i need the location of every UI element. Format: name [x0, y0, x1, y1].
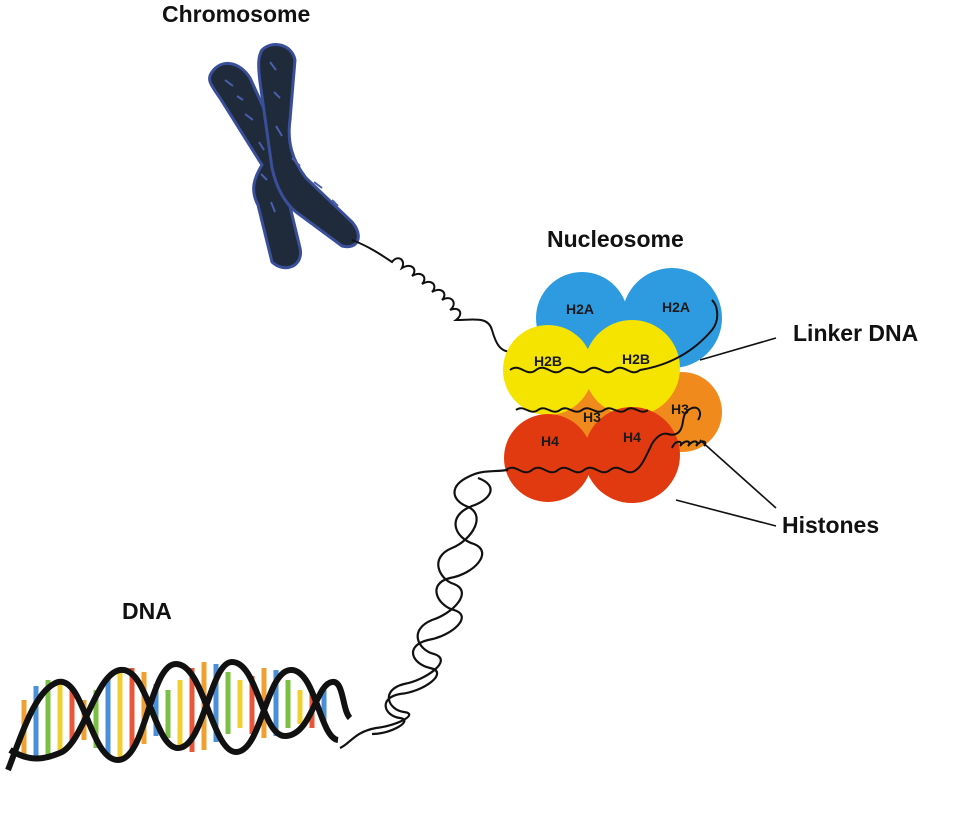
dna-label: DNA — [122, 598, 172, 624]
wrapped-dna — [505, 299, 719, 474]
h2b-right-label: H2B — [622, 351, 650, 367]
chromosome-label: Chromosome — [162, 1, 310, 27]
h2a-right-label: H2A — [662, 299, 690, 315]
dna-backbone-a — [5, 660, 340, 772]
linker-dna-label: Linker DNA — [793, 320, 918, 346]
linker-dna-leader — [699, 337, 777, 361]
chromosome-arm-right — [257, 43, 360, 249]
dna-helix-thin-partner — [371, 476, 492, 736]
h2b-left-label: H2B — [534, 353, 562, 369]
h4-right-label: H4 — [623, 429, 641, 445]
dna-helix-thin — [339, 468, 509, 750]
h4-left-label: H4 — [541, 433, 559, 449]
histones-label: Histones — [782, 512, 879, 538]
histone-h4-right — [584, 407, 680, 503]
dna-double-helix — [5, 658, 353, 772]
h2a-left-label: H2A — [566, 301, 594, 317]
histones-leader-upper — [699, 439, 777, 509]
dna-backbone-b — [8, 658, 353, 762]
nucleosome: H2A H2A H2B H2B H3 H3 H4 H4 — [503, 268, 722, 503]
histone-h2b-right — [584, 320, 680, 416]
chromatin-coil — [351, 239, 513, 353]
chromosome-arm-left — [208, 62, 302, 270]
chromosome-texture — [224, 61, 339, 213]
histone-h4-left — [504, 414, 592, 502]
chromosome — [208, 43, 360, 270]
histones-leader-lower — [675, 499, 777, 527]
h3-right-label: H3 — [671, 401, 689, 417]
h3-center-label: H3 — [583, 409, 601, 425]
nucleosome-label: Nucleosome — [547, 226, 684, 252]
